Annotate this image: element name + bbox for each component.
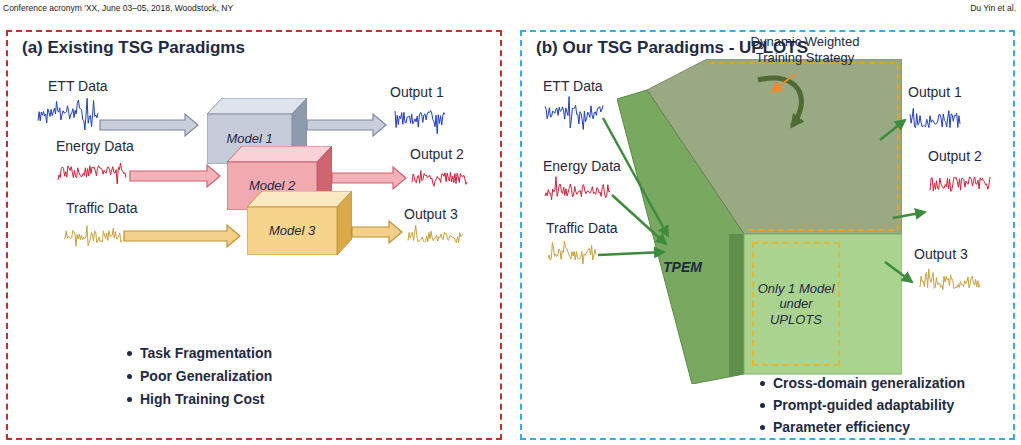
bullet-dot — [127, 351, 132, 356]
bullet-text: Cross-domain generalization — [773, 375, 1013, 392]
flow-arrow — [885, 262, 912, 282]
box-side-face — [337, 191, 352, 255]
text-label: Traffic Data — [66, 200, 166, 217]
flow-arrow — [598, 252, 664, 255]
time-series-signal — [910, 108, 960, 127]
box-3d-shape — [247, 191, 352, 255]
bullet-dot — [760, 403, 765, 408]
model-prism: TPEM Only 1 Model under UPLOTS — [617, 59, 902, 384]
bullet-text: Prompt-guided adaptability — [773, 397, 1013, 414]
bullet-text: Task Fragmentation — [140, 345, 440, 362]
box-top-face — [227, 146, 332, 162]
time-series-signal — [64, 226, 122, 247]
text-label: Output 1 — [908, 84, 1008, 101]
block-arrow — [130, 165, 220, 187]
time-series-signal — [412, 171, 467, 187]
prism-front-face — [744, 234, 902, 374]
pointer-arrow — [772, 74, 795, 92]
time-series-signal — [58, 163, 126, 184]
bullet-dot — [760, 425, 765, 430]
prism-shape — [617, 59, 902, 384]
box-front-face — [247, 207, 337, 255]
box-top-face — [247, 191, 352, 207]
text-label: Output 1 — [390, 84, 480, 101]
bullet-dot — [760, 381, 765, 386]
text-label: Dynamic Weighted Training Strategy — [730, 34, 880, 65]
node-text: TPEM — [663, 259, 723, 276]
text-label: Output 3 — [404, 206, 494, 223]
bullet-dot — [127, 397, 132, 402]
flow-arrow — [893, 212, 925, 218]
text-label: Energy Data — [56, 138, 156, 155]
text-label: Output 2 — [928, 148, 1018, 165]
time-series-signal — [395, 111, 445, 134]
bullet-text: Poor Generalization — [140, 368, 440, 385]
flow-arrow — [880, 120, 905, 140]
prism-edge-strip — [729, 234, 744, 377]
block-arrow — [124, 225, 240, 247]
block-arrow — [332, 167, 406, 189]
model-box: Only 1 Model under UPLOTS — [752, 242, 840, 366]
time-series-signal — [920, 269, 980, 290]
block-arrow — [352, 221, 402, 243]
time-series-signal — [548, 241, 596, 264]
dashed-outline — [709, 63, 898, 230]
flow-arrow — [603, 118, 668, 236]
node-text: Model 3 — [247, 207, 337, 255]
flow-arrow — [612, 195, 666, 244]
node-text: Only 1 Model under UPLOTS — [757, 244, 835, 364]
text-label: Output 3 — [914, 246, 1014, 263]
text-label: Energy Data — [543, 158, 643, 175]
text-label: Conference acronym 'XX, June 03–05, 2018… — [3, 3, 423, 13]
text-label: Output 2 — [410, 146, 500, 163]
text-label: Traffic Data — [546, 220, 646, 237]
time-series-signal — [930, 177, 990, 192]
block-arrow — [307, 114, 386, 136]
model-box: Model 3 — [247, 191, 352, 255]
cycle-arrow — [758, 78, 801, 126]
time-series-signal — [408, 225, 463, 243]
text-label: Du Yin et al. — [900, 3, 1016, 13]
bullet-text: High Training Cost — [140, 391, 440, 408]
block-arrow — [100, 114, 198, 136]
text-label: ETT Data — [48, 78, 138, 95]
text-label: ETT Data — [543, 78, 633, 95]
bullet-dot — [127, 374, 132, 379]
time-series-signal — [38, 98, 98, 130]
bullet-text: Parameter efficiency — [773, 419, 1013, 436]
node-text: (a) Existing TSG Paradigms — [22, 38, 342, 58]
time-series-signal — [545, 97, 603, 130]
prism-left-face — [617, 90, 744, 384]
time-series-signal — [545, 177, 610, 200]
box-top-face — [207, 98, 307, 114]
